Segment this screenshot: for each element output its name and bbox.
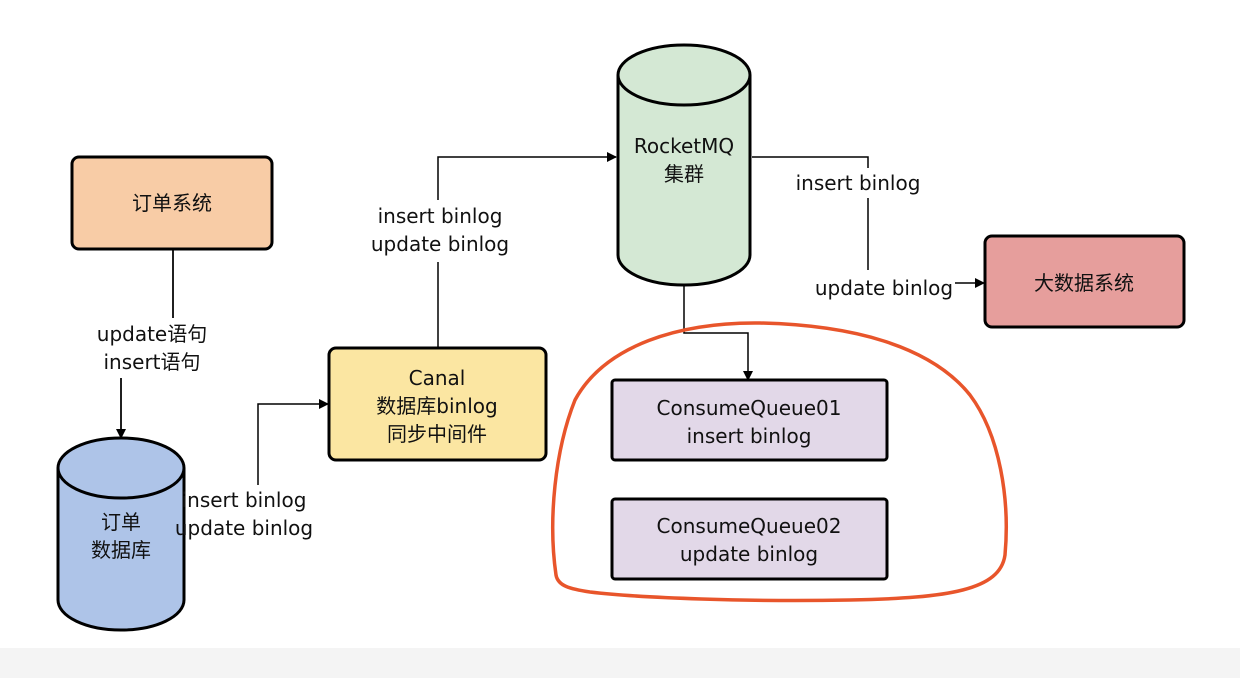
edge-canal-to-mq xyxy=(437,152,617,200)
canal-label-line3: 同步中间件 xyxy=(387,422,487,446)
bigdata-label: 大数据系统 xyxy=(1034,271,1134,295)
rocketmq-label-line1: RocketMQ xyxy=(634,134,734,158)
edge-label-db-insert: insert binlog xyxy=(182,488,307,512)
edge-label-update-stmt: update语句 xyxy=(97,322,207,346)
canal-node: Canal 数据库binlog 同步中间件 xyxy=(327,346,548,462)
rocketmq-label-line2: 集群 xyxy=(664,162,704,186)
edge-label-mq-update: update binlog xyxy=(815,276,953,300)
edge-mq-to-bigdata xyxy=(752,156,869,168)
footer-band xyxy=(0,648,1240,678)
queue1-label-line2: insert binlog xyxy=(687,424,812,448)
bigdata-node: 大数据系统 xyxy=(983,234,1186,329)
consume-queue-01-node: ConsumeQueue01 insert binlog xyxy=(610,378,889,462)
edge-label-db-update: update binlog xyxy=(175,516,313,540)
edge-label-canal-update: update binlog xyxy=(371,232,509,256)
canal-label-line1: Canal xyxy=(409,366,466,390)
edge-mq-to-queue xyxy=(683,285,753,381)
order-system-node: 订单系统 xyxy=(70,155,274,251)
canal-label-line2: 数据库binlog xyxy=(376,394,497,418)
order-db-node: 订单 数据库 xyxy=(56,436,186,632)
order-db-label-line2: 数据库 xyxy=(91,538,151,562)
order-system-label: 订单系统 xyxy=(132,191,212,215)
edge-label-insert-stmt: insert语句 xyxy=(103,350,200,374)
queue1-label-line1: ConsumeQueue01 xyxy=(657,396,842,420)
edge-label-canal-insert: insert binlog xyxy=(378,204,503,228)
edge-label-mq-insert: insert binlog xyxy=(796,171,921,195)
highlight-circle xyxy=(551,321,1008,603)
queue2-label-line2: update binlog xyxy=(680,542,818,566)
rocketmq-node: RocketMQ 集群 xyxy=(616,43,752,287)
order-db-label-line1: 订单 xyxy=(101,510,141,534)
consume-queue-02-node: ConsumeQueue02 update binlog xyxy=(610,497,889,581)
edge-db-to-canal xyxy=(257,399,329,485)
queue2-label-line1: ConsumeQueue02 xyxy=(657,514,842,538)
